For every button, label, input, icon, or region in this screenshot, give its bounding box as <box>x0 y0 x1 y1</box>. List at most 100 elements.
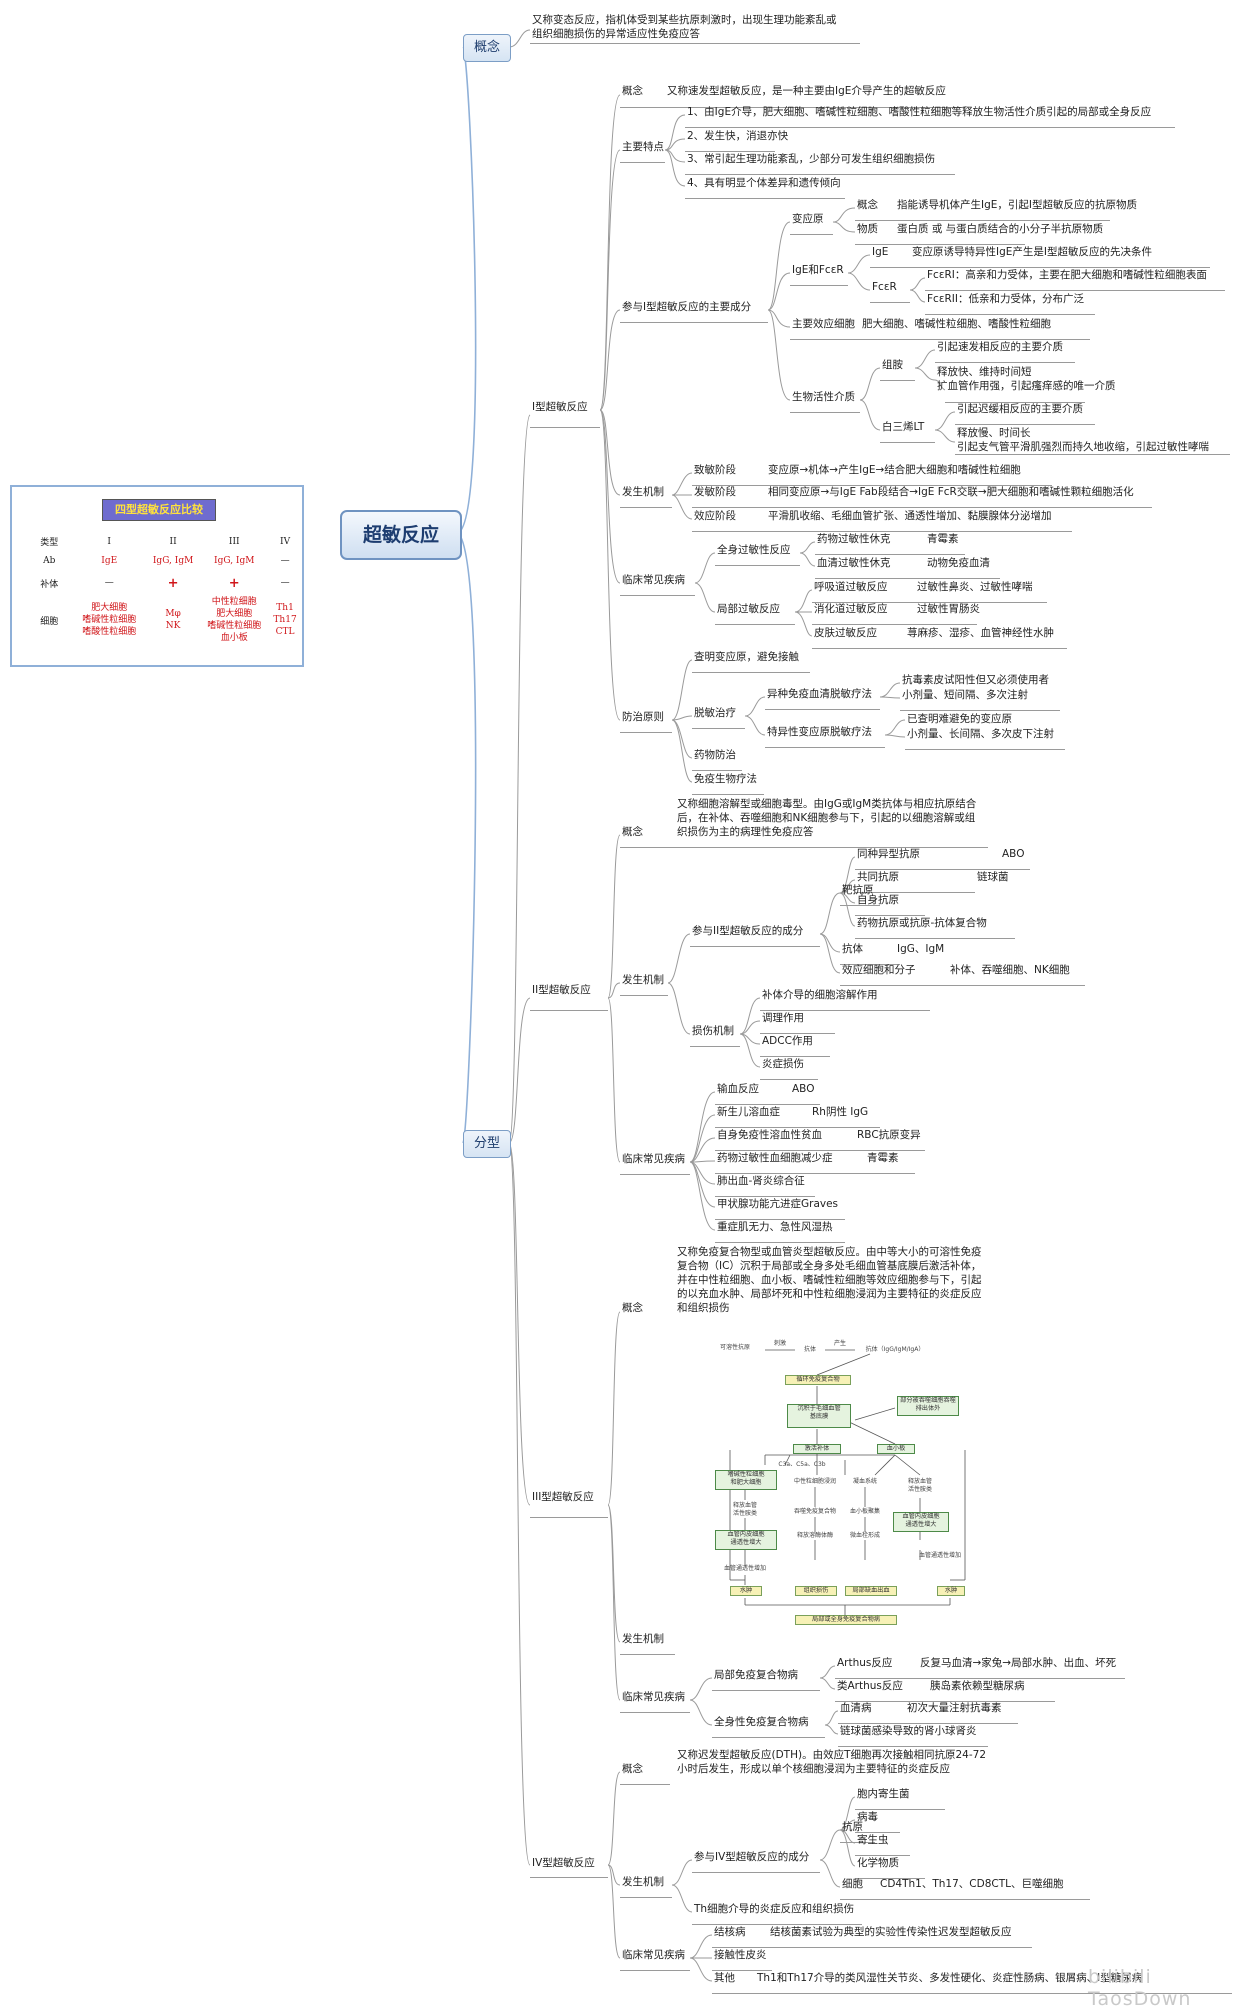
type1-features-label[interactable]: 主要特点 <box>622 141 664 153</box>
type3-mech-label[interactable]: 发生机制 <box>622 1633 664 1645</box>
antigen-node[interactable]: 抗原 <box>842 1821 863 1833</box>
disease-item[interactable]: 重症肌无力、急性风湿热 <box>717 1221 833 1233</box>
target-example: 链球菌 <box>977 871 1009 883</box>
fig-text: 抗体（IgG/IgM/IgA） <box>865 1346 925 1353</box>
desens-text: 已查明难避免的变应原 <box>907 713 1012 725</box>
prevent-item[interactable]: 药物防治 <box>694 749 736 761</box>
target-item[interactable]: 同种异型抗原 <box>857 848 920 860</box>
type3-node[interactable]: III型超敏反应 <box>532 1491 594 1503</box>
fig-text: 释放血管 活性胺类 <box>732 1502 757 1517</box>
type4-node[interactable]: IV型超敏反应 <box>532 1857 595 1869</box>
table-header: I <box>107 536 111 547</box>
type1-node[interactable]: I型超敏反应 <box>532 401 588 413</box>
table-cell: — <box>280 578 290 588</box>
desens-node[interactable]: 脱敏治疗 <box>694 707 736 719</box>
disease-item[interactable]: 消化道过敏反应 <box>814 603 888 615</box>
target-antigen-node[interactable]: 靶抗原 <box>842 884 874 896</box>
table-cell: 补体 <box>40 579 59 590</box>
disease-example: 青霉素 <box>927 533 959 545</box>
type3-concept-label[interactable]: 概念 <box>622 1302 643 1314</box>
target-item[interactable]: 共同抗原 <box>857 871 899 883</box>
bio-mediator-node[interactable]: 生物活性介质 <box>792 391 855 403</box>
disease-item[interactable]: 其他 <box>714 1972 735 1984</box>
type1-mech-label[interactable]: 发生机制 <box>622 486 664 498</box>
type2-mech-label[interactable]: 发生机制 <box>622 974 664 986</box>
mech-stage[interactable]: 致敏阶段 <box>694 464 736 476</box>
mech-stage[interactable]: 发敏阶段 <box>694 486 736 498</box>
concept-node[interactable]: 概念 <box>463 34 511 62</box>
fig-text: 释放溶酶体酶 <box>796 1532 833 1539</box>
disease-item[interactable]: 肺出血-肾炎综合征 <box>717 1175 805 1187</box>
prevent-item[interactable]: 免疫生物疗法 <box>694 773 757 785</box>
prevent-item[interactable]: 查明变应原，避免接触 <box>694 651 799 663</box>
disease-item[interactable]: 输血反应 <box>717 1083 759 1095</box>
fig-box: 局部缺血出血 <box>845 1586 897 1596</box>
antibody-node[interactable]: 抗体 <box>842 943 863 955</box>
type4-mech-label[interactable]: 发生机制 <box>622 1876 664 1888</box>
disease-item[interactable]: 接触性皮炎 <box>714 1949 767 1961</box>
disease-item[interactable]: 呼吸道过敏反应 <box>814 581 888 593</box>
disease-example: 结核菌素试验为典型的实验性传染性迟发型超敏反应 <box>770 1926 1012 1938</box>
allergen-node[interactable]: 变应原 <box>792 213 824 225</box>
disease-item[interactable]: 类Arthus反应 <box>837 1680 903 1692</box>
disease-item[interactable]: 皮肤过敏反应 <box>814 627 877 639</box>
damage-item: 补体介导的细胞溶解作用 <box>762 989 878 1001</box>
root-topic[interactable]: 超敏反应 <box>340 510 462 560</box>
histamine-node[interactable]: 组胺 <box>882 359 903 371</box>
fcer-node[interactable]: FcεR <box>872 281 897 293</box>
figure-arrows <box>729 1349 966 1615</box>
table-header: III <box>228 536 240 547</box>
type4-concept-label[interactable]: 概念 <box>622 1763 643 1775</box>
desens-item[interactable]: 异种免疫血清脱敏疗法 <box>767 688 872 700</box>
type1-components-label[interactable]: 参与I型超敏反应的主要成分 <box>622 301 752 313</box>
disease-item[interactable]: 药物过敏性休克 <box>817 533 891 545</box>
type1-disease-label[interactable]: 临床常见疾病 <box>622 574 685 586</box>
disease-example: Rh阴性 IgG <box>812 1106 869 1118</box>
type1-prevent-label[interactable]: 防治原则 <box>622 711 664 723</box>
disease-item[interactable]: 结核病 <box>714 1926 746 1938</box>
disease-item[interactable]: 链球菌感染导致的肾小球肾炎 <box>840 1725 977 1737</box>
systemic-node[interactable]: 全身过敏性反应 <box>717 544 791 556</box>
systemic-ic-node[interactable]: 全身性免疫复合物病 <box>714 1716 809 1728</box>
disease-item[interactable]: 新生儿溶血症 <box>717 1106 780 1118</box>
target-item[interactable]: 药物抗原或抗原-抗体复合物 <box>857 917 987 929</box>
mech-stage-text: 变应原→机体→产生IgE→结合肥大细胞和嗜碱性粒细胞 <box>768 464 1021 476</box>
type2-node[interactable]: II型超敏反应 <box>532 984 591 996</box>
table-header: 类型 <box>40 538 59 548</box>
fig-box: 部分被吞噬细胞吞噬 排出体外 <box>897 1396 959 1416</box>
local-node[interactable]: 局部过敏反应 <box>717 603 780 615</box>
disease-item[interactable]: 药物过敏性血细胞减少症 <box>717 1152 833 1164</box>
type4-components-label[interactable]: 参与IV型超敏反应的成分 <box>694 1851 810 1863</box>
allergen-concept-label[interactable]: 概念 <box>857 199 878 211</box>
table-cell: — <box>280 556 290 566</box>
mech-stage[interactable]: 效应阶段 <box>694 510 736 522</box>
desens-item[interactable]: 特异性变应原脱敏疗法 <box>767 726 872 738</box>
ige-node[interactable]: IgE <box>872 246 889 258</box>
target-item[interactable]: 自身抗原 <box>857 894 899 906</box>
disease-item[interactable]: 血清过敏性休克 <box>817 557 891 569</box>
type2-disease-label[interactable]: 临床常见疾病 <box>622 1153 685 1165</box>
cells-node[interactable]: 细胞 <box>842 1878 863 1890</box>
mech-stage-text: 相同变应原→与IgE Fab段结合→IgE FcR交联→肥大细胞和嗜碱性颗粒细胞… <box>768 486 1134 498</box>
effector-label[interactable]: 主要效应细胞 <box>792 318 855 330</box>
disease-item[interactable]: 甲状腺功能亢进症Graves <box>717 1198 839 1210</box>
lt-node[interactable]: 白三烯LT <box>882 421 925 433</box>
disease-item[interactable]: Arthus反应 <box>837 1657 893 1669</box>
type2-damage-label[interactable]: 损伤机制 <box>692 1025 734 1037</box>
type2-concept-label[interactable]: 概念 <box>622 826 643 838</box>
disease-item[interactable]: 血清病 <box>840 1702 872 1714</box>
type1-concept-label[interactable]: 概念 <box>622 85 643 97</box>
type2-components-label[interactable]: 参与II型超敏反应的成分 <box>692 925 804 937</box>
effector-node[interactable]: 效应细胞和分子 <box>842 964 916 976</box>
type1-concept: 又称速发型超敏反应，是一种主要由IgE介导产生的超敏反应 <box>667 85 946 97</box>
th-mediated[interactable]: Th细胞介导的炎症反应和组织损伤 <box>694 1903 855 1915</box>
fig-box: 局部或全身免疫复合物病 <box>795 1615 897 1625</box>
disease-item[interactable]: 自身免疫性溶血性贫血 <box>717 1129 822 1141</box>
local-ic-node[interactable]: 局部免疫复合物病 <box>714 1669 798 1681</box>
ige-fcr-node[interactable]: IgE和FcεR <box>792 264 844 276</box>
allergen-matter-label[interactable]: 物质 <box>857 223 878 235</box>
type4-disease-label[interactable]: 临床常见疾病 <box>622 1949 685 1961</box>
target-example: ABO <box>1002 848 1025 860</box>
types-node[interactable]: 分型 <box>463 1130 511 1158</box>
type3-disease-label[interactable]: 临床常见疾病 <box>622 1691 685 1703</box>
